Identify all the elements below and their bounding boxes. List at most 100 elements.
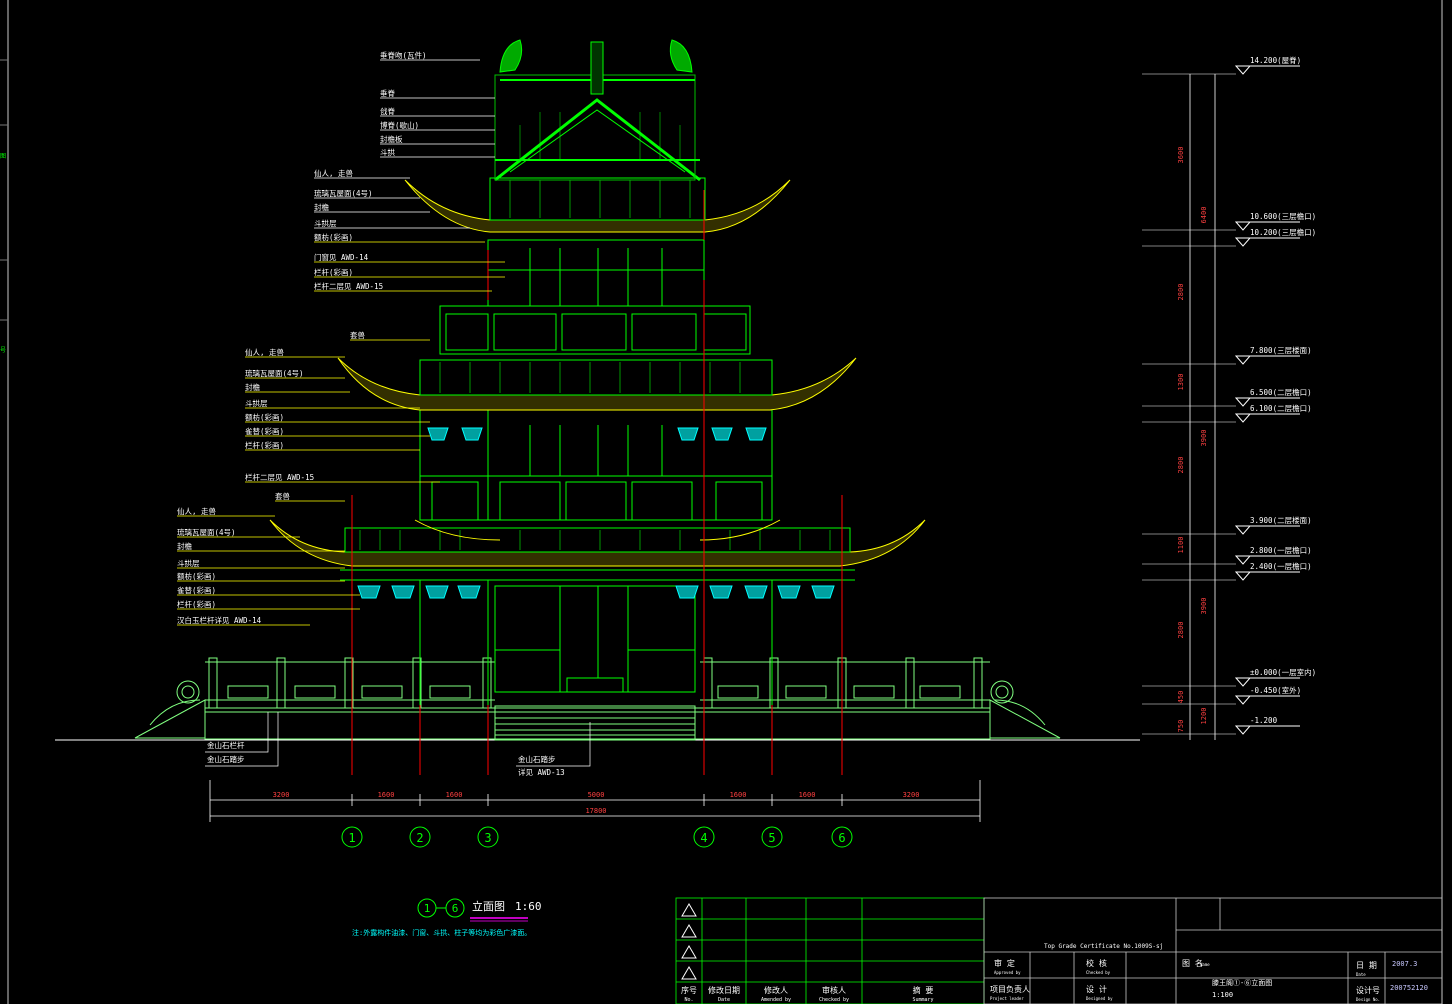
vertical-dimension: 1200 — [1200, 708, 1208, 725]
svg-text:图: 图 — [0, 153, 6, 160]
elevation-mark: 14.200(屋脊) — [1142, 55, 1301, 75]
annotation-label: 斗拱 — [380, 147, 395, 157]
vertical-dimension: 450 — [1177, 691, 1185, 704]
title-name: 立面图 — [472, 899, 505, 913]
top-eave-roof — [404, 177, 791, 233]
hdim-7: 3200 — [903, 791, 920, 799]
base-label-4: 详见 AWD-13 — [518, 767, 565, 777]
annotation-label: 栏杆(彩画) — [314, 267, 353, 277]
second-eave-roof — [337, 357, 857, 411]
annotation-label: 博脊(歇山) — [380, 120, 419, 130]
drawing-name: 滕王阁①-⑥立面图 — [1212, 978, 1272, 987]
vertical-dimension: 1100 — [1177, 537, 1185, 554]
frame-edge-ticks: 图 号 — [0, 153, 6, 354]
design-no-label: 设计号 — [1356, 985, 1380, 995]
annotation-label: 封檐 — [314, 202, 329, 212]
axis-label-5: 5 — [768, 831, 775, 845]
vertical-dimension: 2800 — [1177, 622, 1185, 639]
revision-headers-en: No. Date Amended by Checked by Summary — [684, 997, 933, 1003]
base-label-2: 金山石踏步 — [207, 754, 245, 764]
ground-balustrade — [205, 657, 990, 709]
axis-bubble-labels: 1 2 3 4 5 6 — [348, 831, 845, 845]
rev-header-summary: 摘 要 — [913, 985, 934, 995]
rev-header-no: 序号 — [681, 985, 697, 995]
axis-label-6: 6 — [838, 831, 845, 845]
elevation-text: 3.900(二层楼面) — [1250, 515, 1312, 525]
drawing-name-label-en: Name — [1200, 962, 1210, 967]
hdim-1: 3200 — [273, 791, 290, 799]
title-block — [983, 897, 1443, 1004]
elevation-text: ±0.000(一层室内) — [1250, 667, 1316, 677]
elevation-mark: ±0.000(一层室内) — [1142, 667, 1316, 687]
drawing-name-label: 图 名 — [1182, 958, 1203, 968]
elevation-mark: 2.400(一层檐口) — [1142, 561, 1312, 581]
elevation-text: 2.800(一层檐口) — [1250, 545, 1312, 555]
annotation-label: 门窗见 AWD-14 — [314, 252, 369, 262]
hdim-2: 1600 — [378, 791, 395, 799]
annotation-label: 仙人, 走兽 — [314, 168, 354, 178]
annotation-label: 栏杆(彩画) — [245, 440, 284, 450]
elevation-mark: 6.500(二层檐口) — [1142, 387, 1312, 407]
annotation-label: 垂脊吻(瓦件) — [380, 50, 427, 60]
axis-label-2: 2 — [416, 831, 423, 845]
annotation-label: 额枋(彩画) — [314, 232, 353, 242]
elevation-mark: 2.800(一层檐口) — [1142, 545, 1312, 565]
annotation-label: 额枋(彩画) — [177, 571, 216, 581]
rev-header-amended-en: Amended by — [761, 997, 791, 1003]
annotation-label: 斗拱层 — [177, 558, 200, 568]
elevation-mark: 3.900(二层楼面) — [1142, 515, 1312, 535]
hdim-4: 5000 — [588, 791, 605, 799]
axis-bubble-1 — [341, 826, 363, 848]
revision-headers: 序号 修改日期 修改人 审核人 摘 要 — [681, 985, 933, 995]
base-labels: 金山石栏杆 金山石踏步 金山石踏步 详见 AWD-13 — [207, 740, 565, 777]
rev-header-summary-en: Summary — [912, 997, 933, 1003]
axis-centerlines — [351, 190, 843, 775]
date-value: 2007.3 — [1392, 960, 1417, 968]
axis-label-4: 4 — [700, 831, 707, 845]
elevation-text: 10.200(三层檐口) — [1250, 227, 1316, 237]
elevation-text: 6.500(二层檐口) — [1250, 387, 1312, 397]
rev-header-date-en: Date — [718, 997, 730, 1003]
gable-ridge — [494, 39, 701, 182]
date-label-en: Date — [1356, 972, 1366, 977]
pavilion-elevation — [134, 39, 1061, 775]
annotation-label: 斗拱层 — [245, 398, 268, 408]
title-block-texts: Top Grade Certificate No.1009S-sj 审 定 Ap… — [990, 943, 1428, 1002]
annotation-label: 封檐板 — [380, 134, 403, 144]
drawing-scale: 1:100 — [1212, 991, 1233, 999]
rev-header-no-en: No. — [684, 997, 693, 1003]
annotation-label: 斗拱层 — [314, 218, 337, 228]
annotation-label: 封檐 — [177, 541, 192, 551]
designed-label-en: Designed by — [1086, 996, 1113, 1001]
approved-label: 审 定 — [994, 958, 1015, 968]
vertical-dimension: 3900 — [1200, 430, 1208, 447]
checked-label: 校 核 — [1086, 958, 1107, 968]
vertical-dimension: 2800 — [1177, 284, 1185, 301]
annotation-leaders — [177, 59, 505, 626]
vertical-dimension: 3600 — [1177, 147, 1185, 164]
date-label: 日 期 — [1356, 961, 1377, 970]
elevation-mark: 10.200(三层檐口) — [1142, 227, 1316, 247]
hdim-6: 1600 — [799, 791, 816, 799]
elevation-scale — [1189, 74, 1216, 740]
elevation-text: 7.800(三层楼面) — [1250, 345, 1312, 355]
elevation-mark: -0.450(室外) — [1142, 685, 1301, 705]
annotation-label: 戗脊 — [380, 106, 395, 116]
title-note: 注:外露构件油漆、门窗、斗拱、柱子等均为彩色广漆面。 — [352, 928, 531, 937]
elevation-mark: -1.200 — [1142, 716, 1300, 735]
title-from-axis: 1 — [424, 902, 431, 915]
elevation-text: 14.200(屋脊) — [1250, 55, 1301, 65]
axis-label-3: 3 — [484, 831, 491, 845]
base-leaders — [205, 712, 591, 767]
revision-triangles — [681, 903, 697, 980]
axis-bubble-3 — [477, 826, 499, 848]
stone-platform — [134, 680, 1061, 741]
first-eave-roof — [269, 519, 926, 567]
vertical-dimension: 750 — [1177, 720, 1185, 733]
rev-header-checked: 审核人 — [822, 985, 846, 995]
annotation-label: 仙人, 走兽 — [177, 506, 217, 516]
annotation-label: 汉白玉栏杆详见 AWD-14 — [177, 615, 262, 625]
